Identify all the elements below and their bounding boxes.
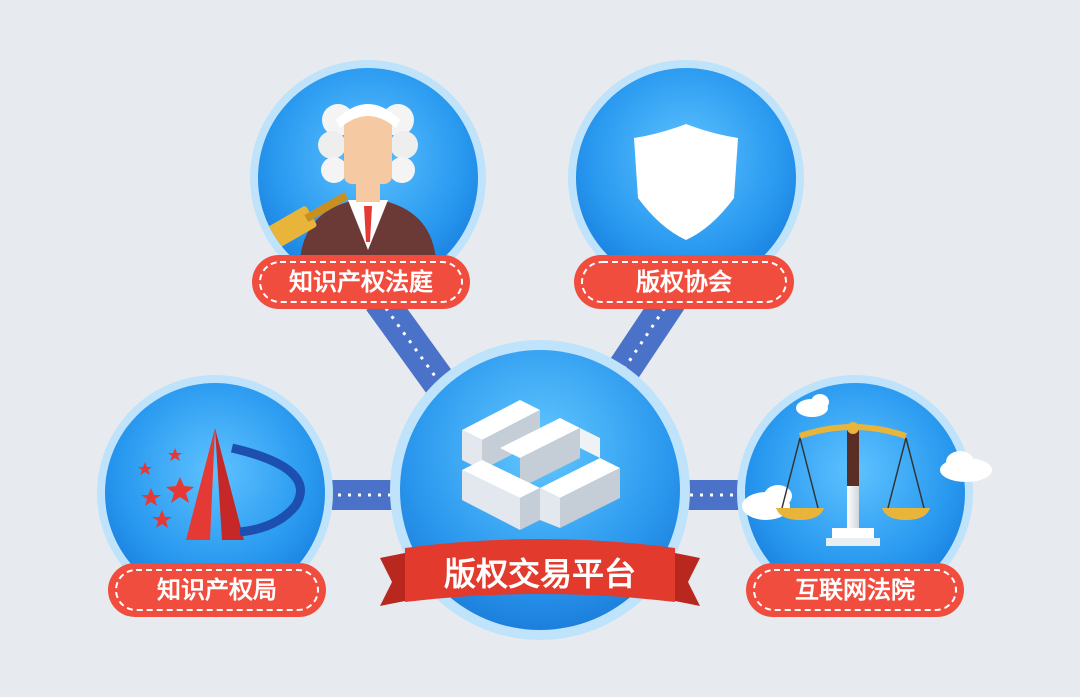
scales-icon [742,394,992,546]
label-internet-court-text: 互联网法院 [795,576,915,604]
center-label-text: 版权交易平台 [444,555,636,593]
connector-ip-court [366,290,459,400]
platform-logo-icon [462,400,620,530]
label-ip-office-text: 知识产权局 [157,576,277,604]
node-center-platform: 版权交易平台 [380,340,700,640]
node-ip-court: 知识产权法庭 [250,60,486,309]
cloud-icon [742,485,792,520]
node-internet-court: 互联网法院 [737,375,992,617]
cloud-icon [940,451,992,482]
label-copyright-association-text: 版权协会 [636,268,732,296]
cloud-icon [796,394,829,417]
label-ip-court: 知识产权法庭 [252,255,470,309]
node-ip-office: 知识产权局 [97,375,333,617]
label-ip-office: 知识产权局 [108,563,326,617]
shield-icon [634,124,738,240]
center-ribbon: 版权交易平台 [380,539,700,606]
ip-office-emblem-icon [138,428,305,540]
judge-icon [268,104,436,260]
label-internet-court: 互联网法院 [746,563,964,617]
label-ip-court-text: 知识产权法庭 [289,268,433,296]
node-copyright-association: 版权协会 [568,60,804,309]
label-copyright-association: 版权协会 [574,255,794,309]
